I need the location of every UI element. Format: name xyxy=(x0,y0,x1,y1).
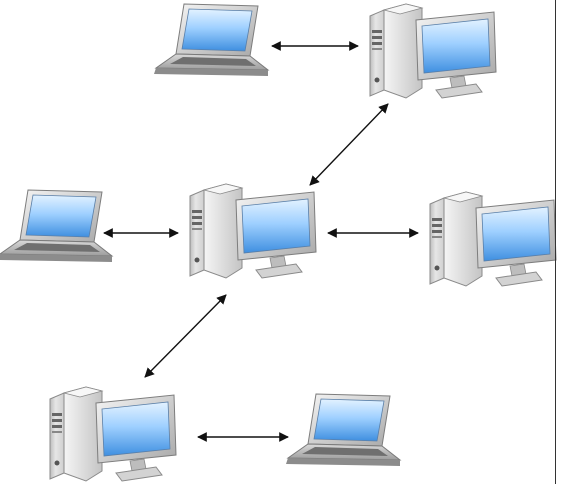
arrow-desktop-top-right-to-desktop-center xyxy=(309,103,389,186)
desktop-computer-icon xyxy=(369,3,497,99)
laptop-icon xyxy=(153,3,269,77)
desktop-computer-icon xyxy=(49,386,177,482)
arrow-desktop-center-to-desktop-bottom-left xyxy=(144,294,227,378)
desktop-computer-icon xyxy=(189,183,317,279)
laptop-icon xyxy=(0,189,113,263)
laptop-icon xyxy=(285,393,401,467)
right-border xyxy=(555,0,556,484)
desktop-computer-icon xyxy=(429,191,557,287)
